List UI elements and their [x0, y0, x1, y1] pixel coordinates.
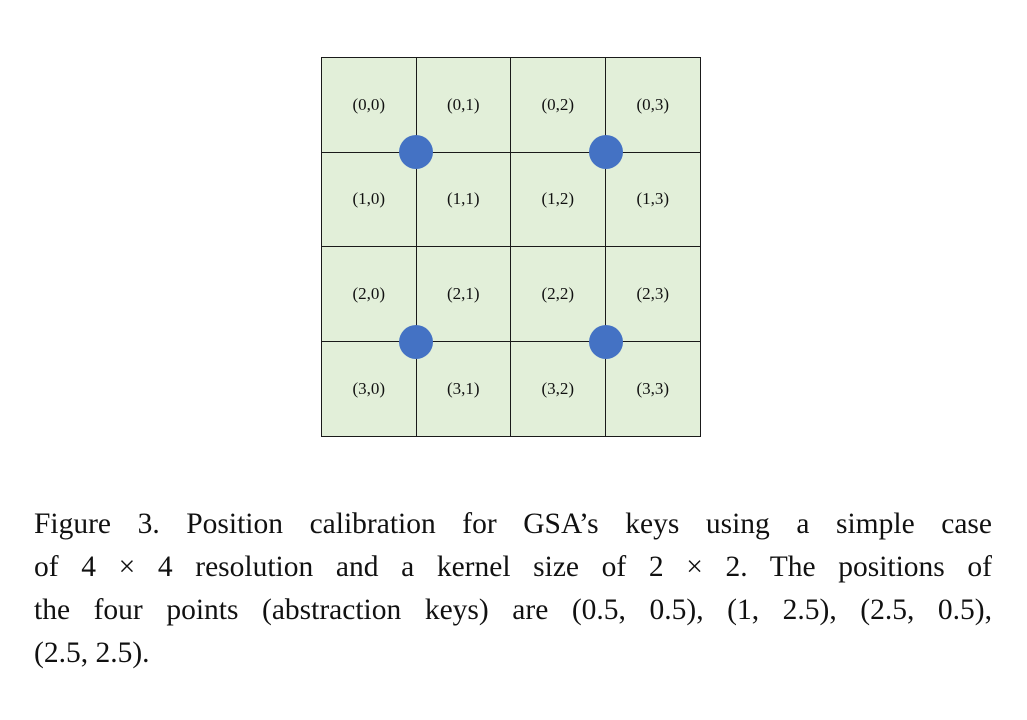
grid-cell: (1,1)	[416, 152, 511, 247]
grid-cell: (3,0)	[322, 341, 417, 436]
caption-line: of 4 × 4 resolution and a kernel size of…	[34, 551, 992, 583]
grid-cell: (1,2)	[511, 152, 606, 247]
abstraction-key-point	[399, 325, 433, 359]
grid-cell: (2,1)	[416, 247, 511, 342]
grid-cell: (2,2)	[511, 247, 606, 342]
abstraction-key-point	[589, 135, 623, 169]
grid-cell: (3,1)	[417, 341, 511, 436]
grid-cell: (0,2)	[511, 58, 606, 153]
caption-line: (2.5, 2.5).	[34, 637, 150, 669]
position-grid: (0,0)(0,1)(0,2)(0,3) (1,0)(1,1)(1,2)(1,3)…	[321, 57, 701, 437]
grid-cell: (2,3)	[605, 247, 700, 342]
figure-diagram: (0,0)(0,1)(0,2)(0,3) (1,0)(1,1)(1,2)(1,3)…	[321, 57, 701, 437]
abstraction-key-point	[399, 135, 433, 169]
abstraction-key-point	[589, 325, 623, 359]
grid-cell: (1,3)	[605, 153, 700, 247]
grid-cell: (1,0)	[322, 152, 417, 247]
caption-line: Figure 3. Position calibration for GSA’s…	[34, 508, 992, 540]
grid-cell: (3,3)	[636, 378, 670, 398]
grid-cell: (2,0)	[322, 247, 417, 342]
grid-cell: (0,3)	[605, 58, 700, 153]
caption-line: the four points (abstraction keys) are (…	[34, 594, 992, 626]
figure-caption: Figure 3. Position calibration for GSA’s…	[34, 503, 992, 675]
grid-cell: (0,1)	[416, 58, 511, 153]
grid-cell: (0,0)	[322, 58, 417, 153]
grid-cell: (3,2)	[511, 341, 606, 436]
